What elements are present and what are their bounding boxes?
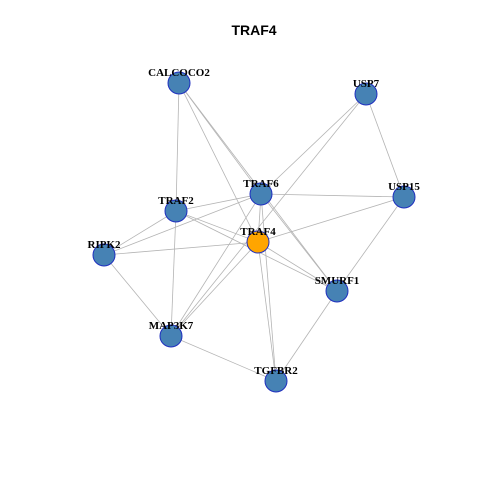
figure-title: TRAF4	[231, 22, 276, 38]
edge-traf4-tgfbr2	[257, 241, 277, 382]
node-label: RIPK2	[88, 239, 122, 251]
edge-traf6-map3k7	[170, 193, 262, 337]
edge-map3k7-tgfbr2	[170, 335, 277, 382]
edge-layer	[103, 82, 405, 382]
edge-calcoco2-traf4	[178, 82, 259, 243]
node-circle	[392, 185, 416, 209]
edge-traf6-tgfbr2	[260, 193, 277, 382]
edge-traf6-usp15	[260, 193, 405, 198]
node-ripk2: RIPK2	[88, 239, 122, 267]
edge-calcoco2-traf2	[175, 82, 180, 212]
node-circle	[354, 82, 378, 106]
node-circle	[164, 199, 188, 223]
edge-smurf1-tgfbr2	[275, 290, 338, 382]
edge-traf2-traf4	[175, 210, 259, 243]
edge-traf6-ripk2	[103, 193, 262, 256]
edge-traf6-traf2	[175, 193, 262, 212]
node-label: SMURF1	[315, 275, 360, 287]
node-label: TRAF6	[243, 178, 279, 190]
node-label: TGFBR2	[254, 365, 298, 377]
edge-traf4-smurf1	[257, 241, 338, 292]
node-circle	[167, 71, 191, 95]
node-circle	[264, 369, 288, 393]
node-label: CALCOCO2	[148, 67, 210, 79]
node-traf2: TRAF2	[158, 195, 194, 223]
edge-traf4-usp15	[257, 196, 405, 243]
edge-usp15-smurf1	[336, 196, 405, 292]
edge-usp7-map3k7	[170, 93, 367, 337]
edge-usp7-usp15	[365, 93, 405, 198]
edge-traf2-map3k7	[170, 210, 177, 337]
node-label: TRAF2	[158, 195, 194, 207]
node-label: USP7	[353, 78, 380, 90]
node-usp15: USP15	[388, 181, 420, 209]
node-label: TRAF4	[240, 226, 276, 238]
node-circle	[325, 279, 349, 303]
node-usp7: USP7	[353, 78, 380, 106]
node-circle	[246, 230, 270, 254]
node-calcoco2: CALCOCO2	[148, 67, 210, 95]
edge-traf2-ripk2	[103, 210, 177, 256]
node-smurf1: SMURF1	[315, 275, 360, 303]
node-traf6: TRAF6	[243, 178, 279, 206]
node-tgfbr2: TGFBR2	[254, 365, 298, 393]
node-circle	[92, 243, 116, 267]
node-circle	[159, 324, 183, 348]
node-circle	[249, 182, 273, 206]
node-label: USP15	[388, 181, 420, 193]
node-traf4: TRAF4	[240, 226, 276, 254]
node-map3k7: MAP3K7	[149, 320, 194, 348]
edge-traf4-ripk2	[103, 241, 259, 256]
edge-traf6-smurf1	[260, 193, 338, 292]
edge-usp7-traf6	[260, 93, 367, 195]
edge-ripk2-map3k7	[103, 254, 172, 337]
node-label: MAP3K7	[149, 320, 194, 332]
edge-traf4-map3k7	[170, 241, 259, 337]
